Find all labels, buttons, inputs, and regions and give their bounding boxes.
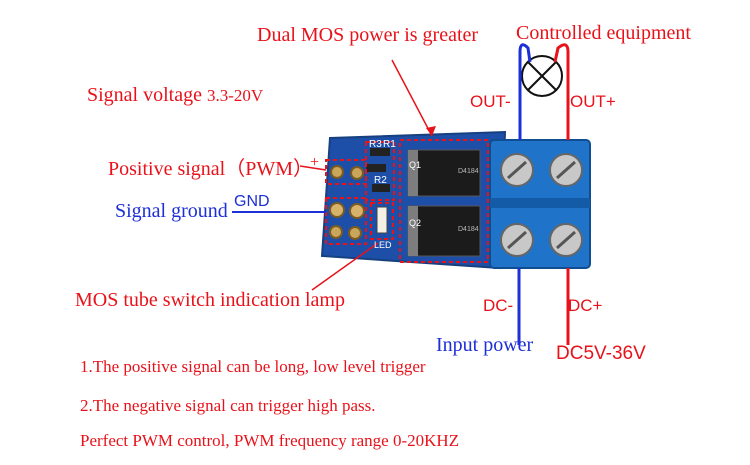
signal-header-pins bbox=[329, 165, 365, 240]
lamp bbox=[521, 55, 563, 97]
signal-voltage-prefix: Signal voltage bbox=[87, 84, 207, 106]
signal-voltage-label: Signal voltage 3.3-20V bbox=[87, 84, 263, 107]
resistors bbox=[366, 148, 390, 192]
silk-r3: R3 bbox=[369, 139, 382, 150]
positive-signal-label: Positive signal（PWM） bbox=[108, 158, 314, 180]
dual-mos-label: Dual MOS power is greater bbox=[257, 24, 479, 46]
note-1: 1.The positive signal can be long, low l… bbox=[80, 357, 426, 376]
silk-led: LED bbox=[374, 240, 392, 250]
plus-sign-label: + bbox=[310, 154, 320, 171]
note-3: Perfect PWM control, PWM frequency range… bbox=[80, 431, 460, 450]
out-plus-label: OUT+ bbox=[570, 92, 616, 111]
mosfet-q1 bbox=[407, 149, 481, 197]
pointer-lines bbox=[299, 59, 433, 291]
dc-plus-label: DC+ bbox=[568, 296, 603, 315]
note-2: 2.The negative signal can trigger high p… bbox=[80, 396, 376, 415]
signal-voltage-value: 3.3-20V bbox=[206, 86, 264, 105]
silk-q1: Q1 bbox=[409, 160, 422, 170]
silk-q2: Q2 bbox=[409, 218, 422, 228]
led bbox=[376, 206, 388, 234]
mos-indicator-label: MOS tube switch indication lamp bbox=[75, 289, 345, 311]
controlled-equipment-label: Controlled equipment bbox=[516, 22, 691, 44]
callout-boxes bbox=[325, 139, 489, 263]
out-minus-label: OUT- bbox=[470, 92, 511, 111]
chip-marking-q1: D4184 bbox=[458, 168, 479, 175]
output-wires bbox=[518, 43, 570, 140]
dual-mos-arrow-head bbox=[426, 126, 436, 136]
silk-r2: R2 bbox=[374, 175, 387, 186]
signal-ground-label: Signal ground bbox=[115, 200, 228, 222]
silk-r1: R1 bbox=[383, 139, 396, 150]
terminal-screws bbox=[500, 153, 583, 257]
dc-minus-label: DC- bbox=[483, 296, 514, 315]
dc-range-label: DC5V-36V bbox=[556, 343, 646, 364]
input-power-label: Input power bbox=[436, 334, 534, 356]
mosfet-q2 bbox=[407, 205, 481, 257]
chip-marking-q2: D4184 bbox=[458, 226, 479, 233]
gnd-label: GND bbox=[234, 193, 270, 210]
